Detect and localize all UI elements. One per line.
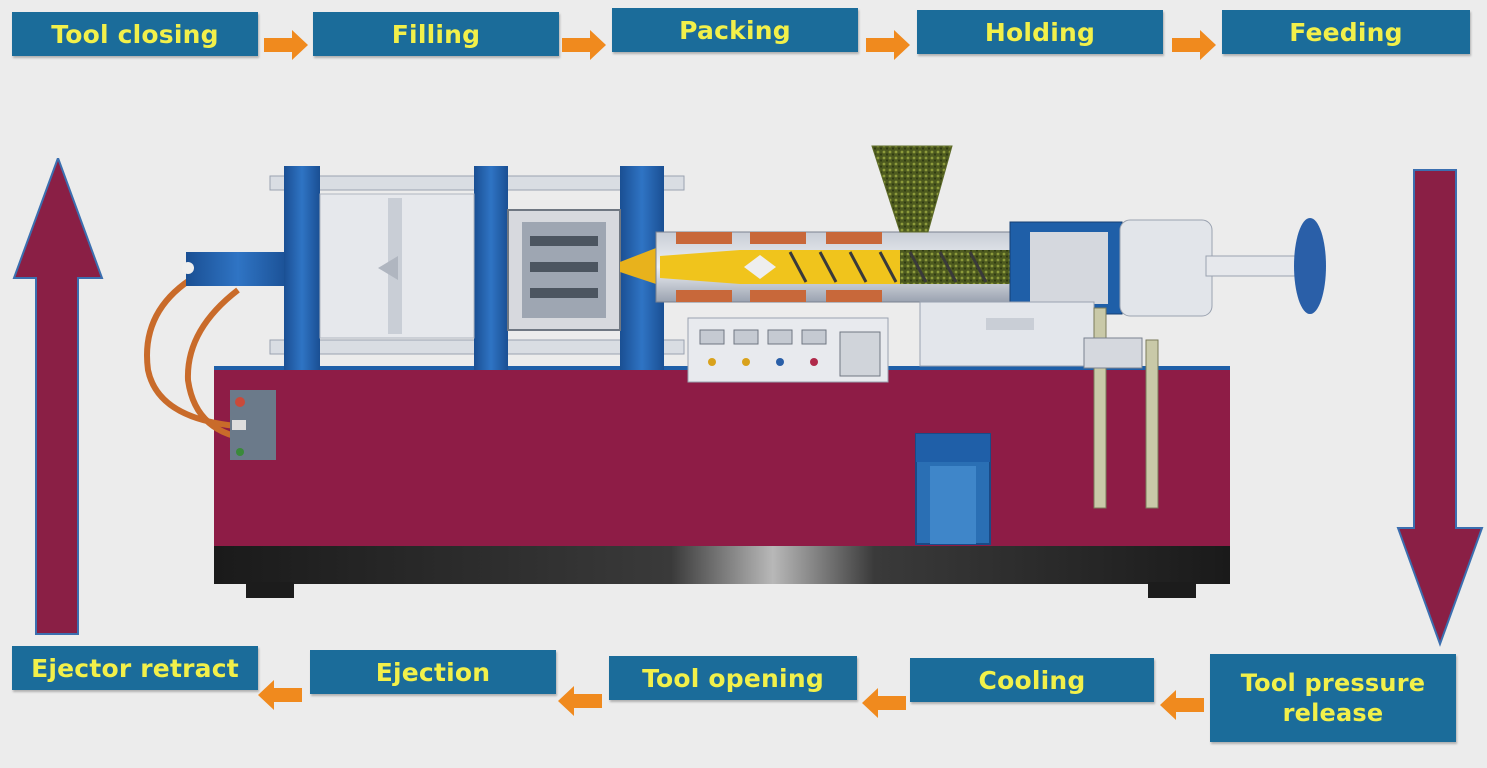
step-label: Ejector retract [31, 653, 239, 683]
step-cooling: Cooling [910, 658, 1154, 702]
step-label: Cooling [978, 665, 1086, 695]
step-tool-closing: Tool closing [12, 12, 258, 56]
step-feeding: Feeding [1222, 10, 1470, 54]
orange-right-arrow-icon [264, 30, 308, 60]
step-ejection: Ejection [310, 650, 556, 694]
step-tool-pressure-release: Tool pressure release [1210, 654, 1456, 742]
step-label: Ejection [375, 657, 491, 687]
orange-left-arrow-icon [1160, 690, 1204, 720]
orange-left-arrow-icon [258, 680, 302, 710]
step-holding: Holding [917, 10, 1163, 54]
down-arrow-icon [1396, 169, 1484, 647]
orange-right-arrow-icon [1172, 30, 1216, 60]
step-label: Tool opening [642, 663, 824, 693]
step-label: Feeding [1289, 17, 1403, 47]
step-label: Tool closing [51, 19, 219, 49]
step-label: Holding [984, 17, 1096, 47]
orange-left-arrow-icon [862, 688, 906, 718]
up-arrow-icon [12, 158, 104, 635]
orange-left-arrow-icon [558, 686, 602, 716]
orange-right-arrow-icon [866, 30, 910, 60]
step-tool-opening: Tool opening [609, 656, 857, 700]
step-ejector-retract: Ejector retract [12, 646, 258, 690]
step-label: Packing [679, 15, 791, 45]
step-label-line1: Tool pressure [1240, 669, 1426, 697]
step-label: Filling [391, 19, 481, 49]
step-label-line2: release [1282, 699, 1384, 727]
step-packing: Packing [612, 8, 858, 52]
orange-right-arrow-icon [562, 30, 606, 60]
step-filling: Filling [313, 12, 559, 56]
